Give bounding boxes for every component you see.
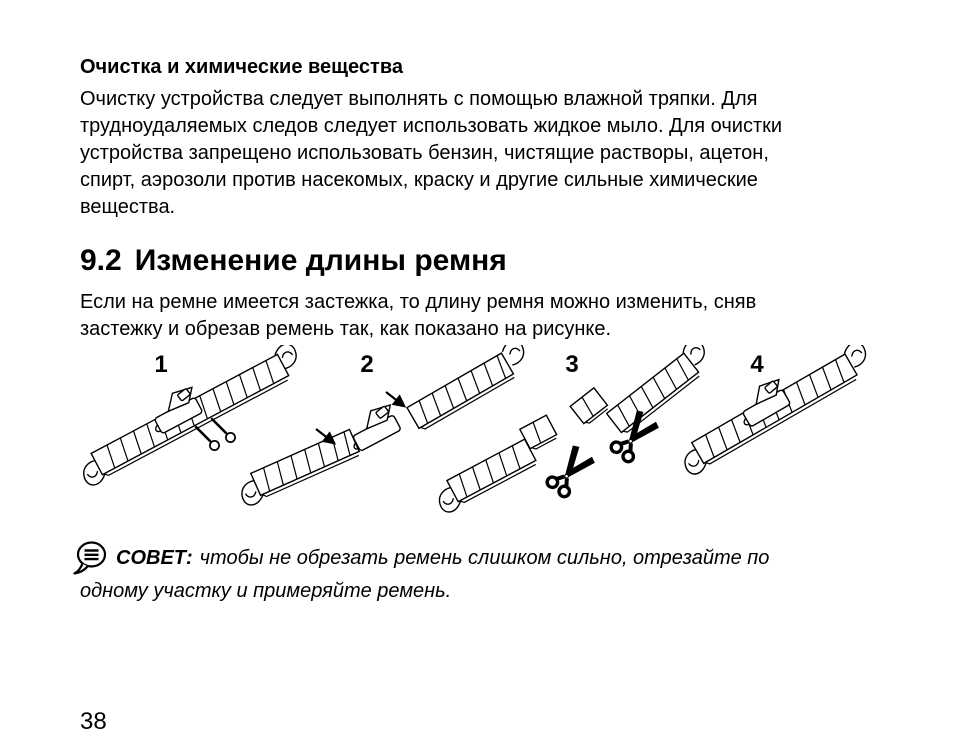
figure-step-3-label: 3 bbox=[565, 351, 578, 378]
arrow-icon bbox=[315, 428, 337, 445]
cleaning-line: спирт, аэрозоли против насекомых, краску… bbox=[80, 169, 758, 191]
strap-illustration-step-3 bbox=[434, 345, 711, 516]
page-number: 38 bbox=[80, 708, 107, 735]
strap-line: застежку и обрезав ремень так, как показ… bbox=[80, 318, 612, 340]
cleaning-line: вещества. bbox=[80, 196, 176, 218]
pin-icon bbox=[210, 417, 237, 444]
strap-paragraph: Если на ремне имеется застежка, то длину… bbox=[80, 289, 756, 343]
section-title-text: Изменение длины ремня bbox=[134, 244, 507, 277]
cleaning-heading: Очистка и химические вещества bbox=[80, 56, 403, 78]
cleaning-paragraph: Очистку устройства следует выполнять с п… bbox=[80, 86, 782, 221]
tip-label: СОВЕТ: bbox=[116, 547, 193, 569]
pin-icon bbox=[194, 425, 221, 452]
cleaning-line: устройства запрещено использовать бензин… bbox=[80, 142, 769, 164]
strap-steps-figure: 1 2 3 4 bbox=[78, 345, 871, 516]
strap-illustration-step-4 bbox=[679, 345, 871, 478]
strap-illustration-step-2 bbox=[237, 345, 530, 509]
cleaning-line: трудноудаляемых следов следует использов… bbox=[80, 115, 783, 137]
tip-text-line2: одному участку и примеряйте ремень. bbox=[80, 580, 452, 602]
scissors-icon bbox=[542, 441, 599, 502]
tip-line-1: СОВЕТ: чтобы не обрезать ремень слишком с… bbox=[73, 540, 903, 576]
tip-text-1: СОВЕТ: чтобы не обрезать ремень слишком с… bbox=[116, 543, 769, 573]
tip-note: СОВЕТ: чтобы не обрезать ремень слишком с… bbox=[73, 540, 903, 606]
strap-illustration-step-1 bbox=[78, 345, 302, 489]
figure-step-1-label: 1 bbox=[154, 351, 167, 378]
note-bubble-icon bbox=[73, 541, 107, 575]
cleaning-line: Очистку устройства следует выполнять с п… bbox=[80, 88, 758, 110]
figure-step-2-label: 2 bbox=[360, 351, 373, 378]
tip-text-line1: чтобы не обрезать ремень слишком сильно,… bbox=[199, 547, 770, 569]
section-number: 9.2 bbox=[80, 244, 122, 277]
strap-line: Если на ремне имеется застежка, то длину… bbox=[80, 291, 757, 313]
figure-step-4-label: 4 bbox=[750, 351, 764, 378]
arrow-icon bbox=[385, 391, 407, 408]
section-title: 9.2 Изменение длины ремня bbox=[80, 243, 507, 279]
